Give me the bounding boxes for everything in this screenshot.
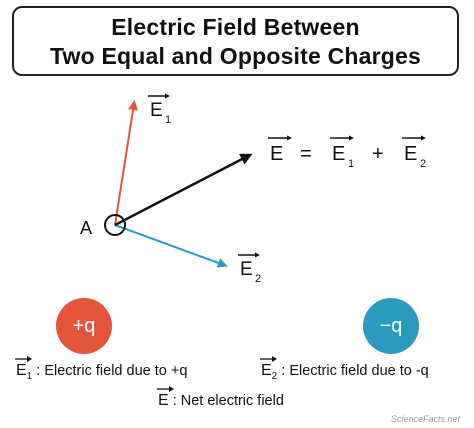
legend-e-net-text: : Net electric field <box>172 393 284 409</box>
legend-e1-symbol: E1 <box>15 356 32 382</box>
e1-label: E <box>150 100 163 121</box>
positive-charge-label: +q <box>72 315 96 337</box>
title-line-2: Two Equal and Opposite Charges <box>49 43 422 69</box>
equation-term2-subscript: 2 <box>420 158 426 170</box>
equation-plus: + <box>372 143 384 165</box>
point-a-marker <box>104 214 126 236</box>
legend-e2-text: : Electric field due to -q <box>281 363 429 379</box>
e2-label: E <box>240 259 253 280</box>
negative-charge: −q <box>363 298 419 354</box>
equation-lhs: E <box>270 143 283 165</box>
equation-term1: E <box>332 143 345 165</box>
positive-charge: +q <box>56 298 112 354</box>
net-field-vector-arrow <box>114 153 253 227</box>
legend-e-net-symbol: E <box>157 386 174 410</box>
legend-e1: E1 : Electric field due to +q <box>15 356 188 382</box>
equation-term1-subscript: 1 <box>348 158 354 170</box>
equation-equals: = <box>300 143 312 165</box>
e2-vector-arrow <box>114 224 228 268</box>
negative-charge-label: −q <box>379 315 403 337</box>
e1-vector-arrow <box>114 100 139 226</box>
point-a-label: A <box>80 218 92 238</box>
legend-e2-symbol: E2 <box>260 356 277 382</box>
equation-term2: E <box>404 143 417 165</box>
e2-label-subscript: 2 <box>255 273 261 285</box>
e1-label-subscript: 1 <box>165 114 171 126</box>
legend-e-net: E : Net electric field <box>157 386 284 410</box>
title-box: Electric Field Between Two Equal and Opp… <box>12 6 459 76</box>
legend-e1-text: : Electric field due to +q <box>36 363 188 379</box>
legend-e2: E2 : Electric field due to -q <box>260 356 429 382</box>
title-line-1: Electric Field Between <box>111 14 360 40</box>
brand-logo: ScienceFacts.net <box>390 414 460 424</box>
